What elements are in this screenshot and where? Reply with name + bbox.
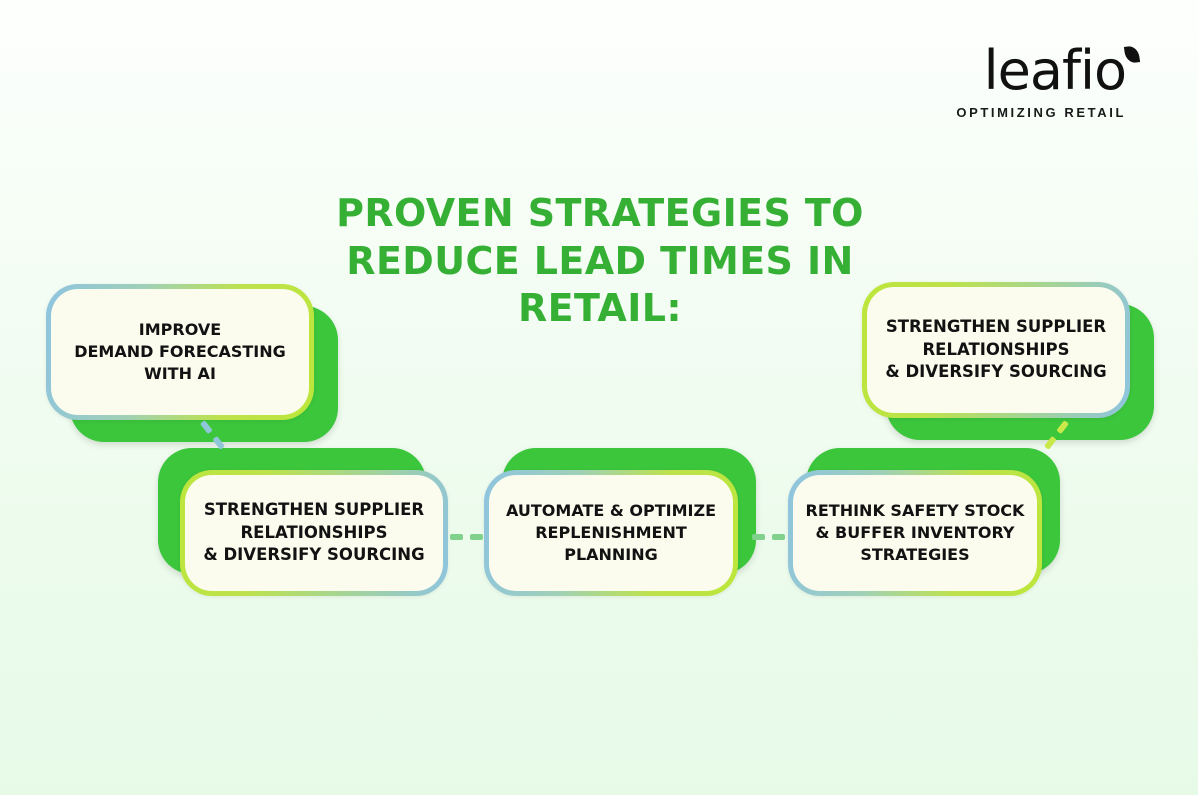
card-label: IMPROVE DEMAND FORECASTING WITH AI [74,319,286,384]
brand-wordmark-text: leafio [983,39,1127,102]
card-frame: IMPROVE DEMAND FORECASTING WITH AI [46,284,314,420]
card-frame: STRENGTHEN SUPPLIER RELATIONSHIPS & DIVE… [862,282,1130,418]
connector-card3-card4 [450,534,483,540]
connector-card4-card5 [752,534,785,540]
connector-dash [470,534,483,540]
card-inner: STRENGTHEN SUPPLIER RELATIONSHIPS & DIVE… [867,287,1125,413]
card-frame: STRENGTHEN SUPPLIER RELATIONSHIPS & DIVE… [180,470,448,596]
brand-wordmark: leafio [984,44,1141,98]
strategy-card-5: RETHINK SAFETY STOCK & BUFFER INVENTORY … [788,448,1060,596]
card-inner: RETHINK SAFETY STOCK & BUFFER INVENTORY … [793,475,1037,591]
connector-dash [752,534,765,540]
leaf-dot-icon [1123,45,1141,64]
card-frame: RETHINK SAFETY STOCK & BUFFER INVENTORY … [788,470,1042,596]
card-inner: AUTOMATE & OPTIMIZE REPLENISHMENT PLANNI… [489,475,733,591]
card-label: STRENGTHEN SUPPLIER RELATIONSHIPS & DIVE… [203,499,425,565]
page-title: PROVEN STRATEGIES TO REDUCE LEAD TIMES I… [336,191,864,330]
card-label: RETHINK SAFETY STOCK & BUFFER INVENTORY … [805,500,1025,565]
brand-logo: leafio OPTIMIZING RETAIL [956,44,1141,120]
strategy-card-2: STRENGTHEN SUPPLIER RELATIONSHIPS & DIVE… [862,282,1154,440]
card-label: STRENGTHEN SUPPLIER RELATIONSHIPS & DIVE… [885,316,1107,382]
card-inner: IMPROVE DEMAND FORECASTING WITH AI [51,289,309,415]
strategy-card-4: AUTOMATE & OPTIMIZE REPLENISHMENT PLANNI… [484,448,756,596]
connector-dash [450,534,463,540]
card-frame: AUTOMATE & OPTIMIZE REPLENISHMENT PLANNI… [484,470,738,596]
strategy-card-1: IMPROVE DEMAND FORECASTING WITH AI [46,284,338,442]
card-label: AUTOMATE & OPTIMIZE REPLENISHMENT PLANNI… [506,500,716,565]
strategy-card-3: STRENGTHEN SUPPLIER RELATIONSHIPS & DIVE… [158,448,448,596]
connector-dash [772,534,785,540]
card-inner: STRENGTHEN SUPPLIER RELATIONSHIPS & DIVE… [185,475,443,591]
brand-tagline: OPTIMIZING RETAIL [956,105,1126,120]
